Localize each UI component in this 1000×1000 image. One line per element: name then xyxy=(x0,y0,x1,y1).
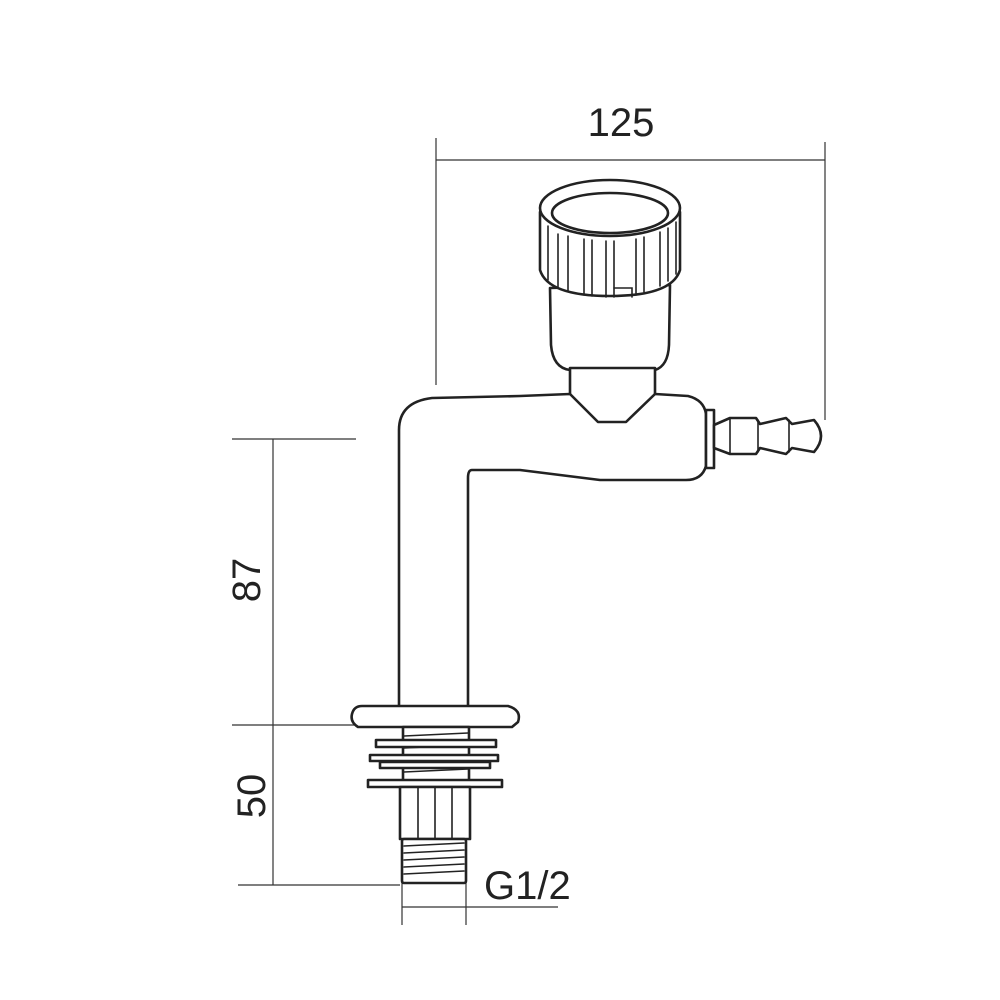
washers xyxy=(366,738,504,789)
dimension-lower-height: 50 xyxy=(230,774,400,886)
dimension-upper-height: 87 xyxy=(225,438,400,885)
width-label: 125 xyxy=(588,101,655,145)
upper-height-label: 87 xyxy=(225,558,269,603)
spout-body xyxy=(397,392,708,708)
dimension-thread: G1/2 xyxy=(401,864,571,925)
valve-knob xyxy=(538,178,682,372)
hose-barb xyxy=(704,408,823,470)
thread-label: G1/2 xyxy=(484,864,571,908)
flange-base xyxy=(350,704,521,729)
dimension-width: 125 xyxy=(435,101,826,420)
knob-grip-ribs xyxy=(547,221,677,298)
hex-nut xyxy=(398,785,472,841)
thread-connector xyxy=(400,837,468,885)
lower-height-label: 50 xyxy=(230,774,274,819)
